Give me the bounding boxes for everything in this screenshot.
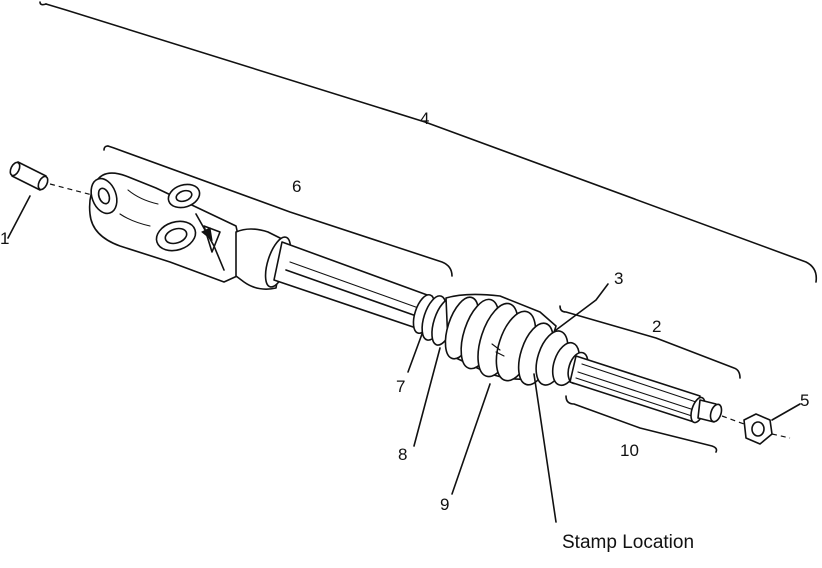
- callout-2: 2: [652, 317, 661, 336]
- bracket-10: [565, 395, 718, 453]
- callout-1: 1: [0, 229, 9, 248]
- nut-part-5: [743, 413, 791, 445]
- callout-9: 9: [440, 495, 449, 514]
- callout-3: 3: [614, 269, 623, 288]
- callout-10: 10: [620, 441, 639, 460]
- shaft-tube: [273, 241, 431, 331]
- pin-part-1: [9, 161, 97, 197]
- leader-lines: [7, 195, 801, 523]
- yoke-universal-joint-part-6: [88, 172, 292, 290]
- bracket-universal-joint-6: [103, 145, 453, 277]
- bracket-2: [559, 305, 741, 379]
- bracket-assembly-4: [39, 1, 818, 283]
- callout-7: 7: [396, 377, 405, 396]
- callout-4: 4: [420, 109, 429, 128]
- callout-8: 8: [398, 445, 407, 464]
- callout-6: 6: [292, 177, 301, 196]
- stub-shaft-part-10: [569, 355, 745, 425]
- callout-5: 5: [800, 391, 809, 410]
- stamp-location-label: Stamp Location: [562, 532, 694, 553]
